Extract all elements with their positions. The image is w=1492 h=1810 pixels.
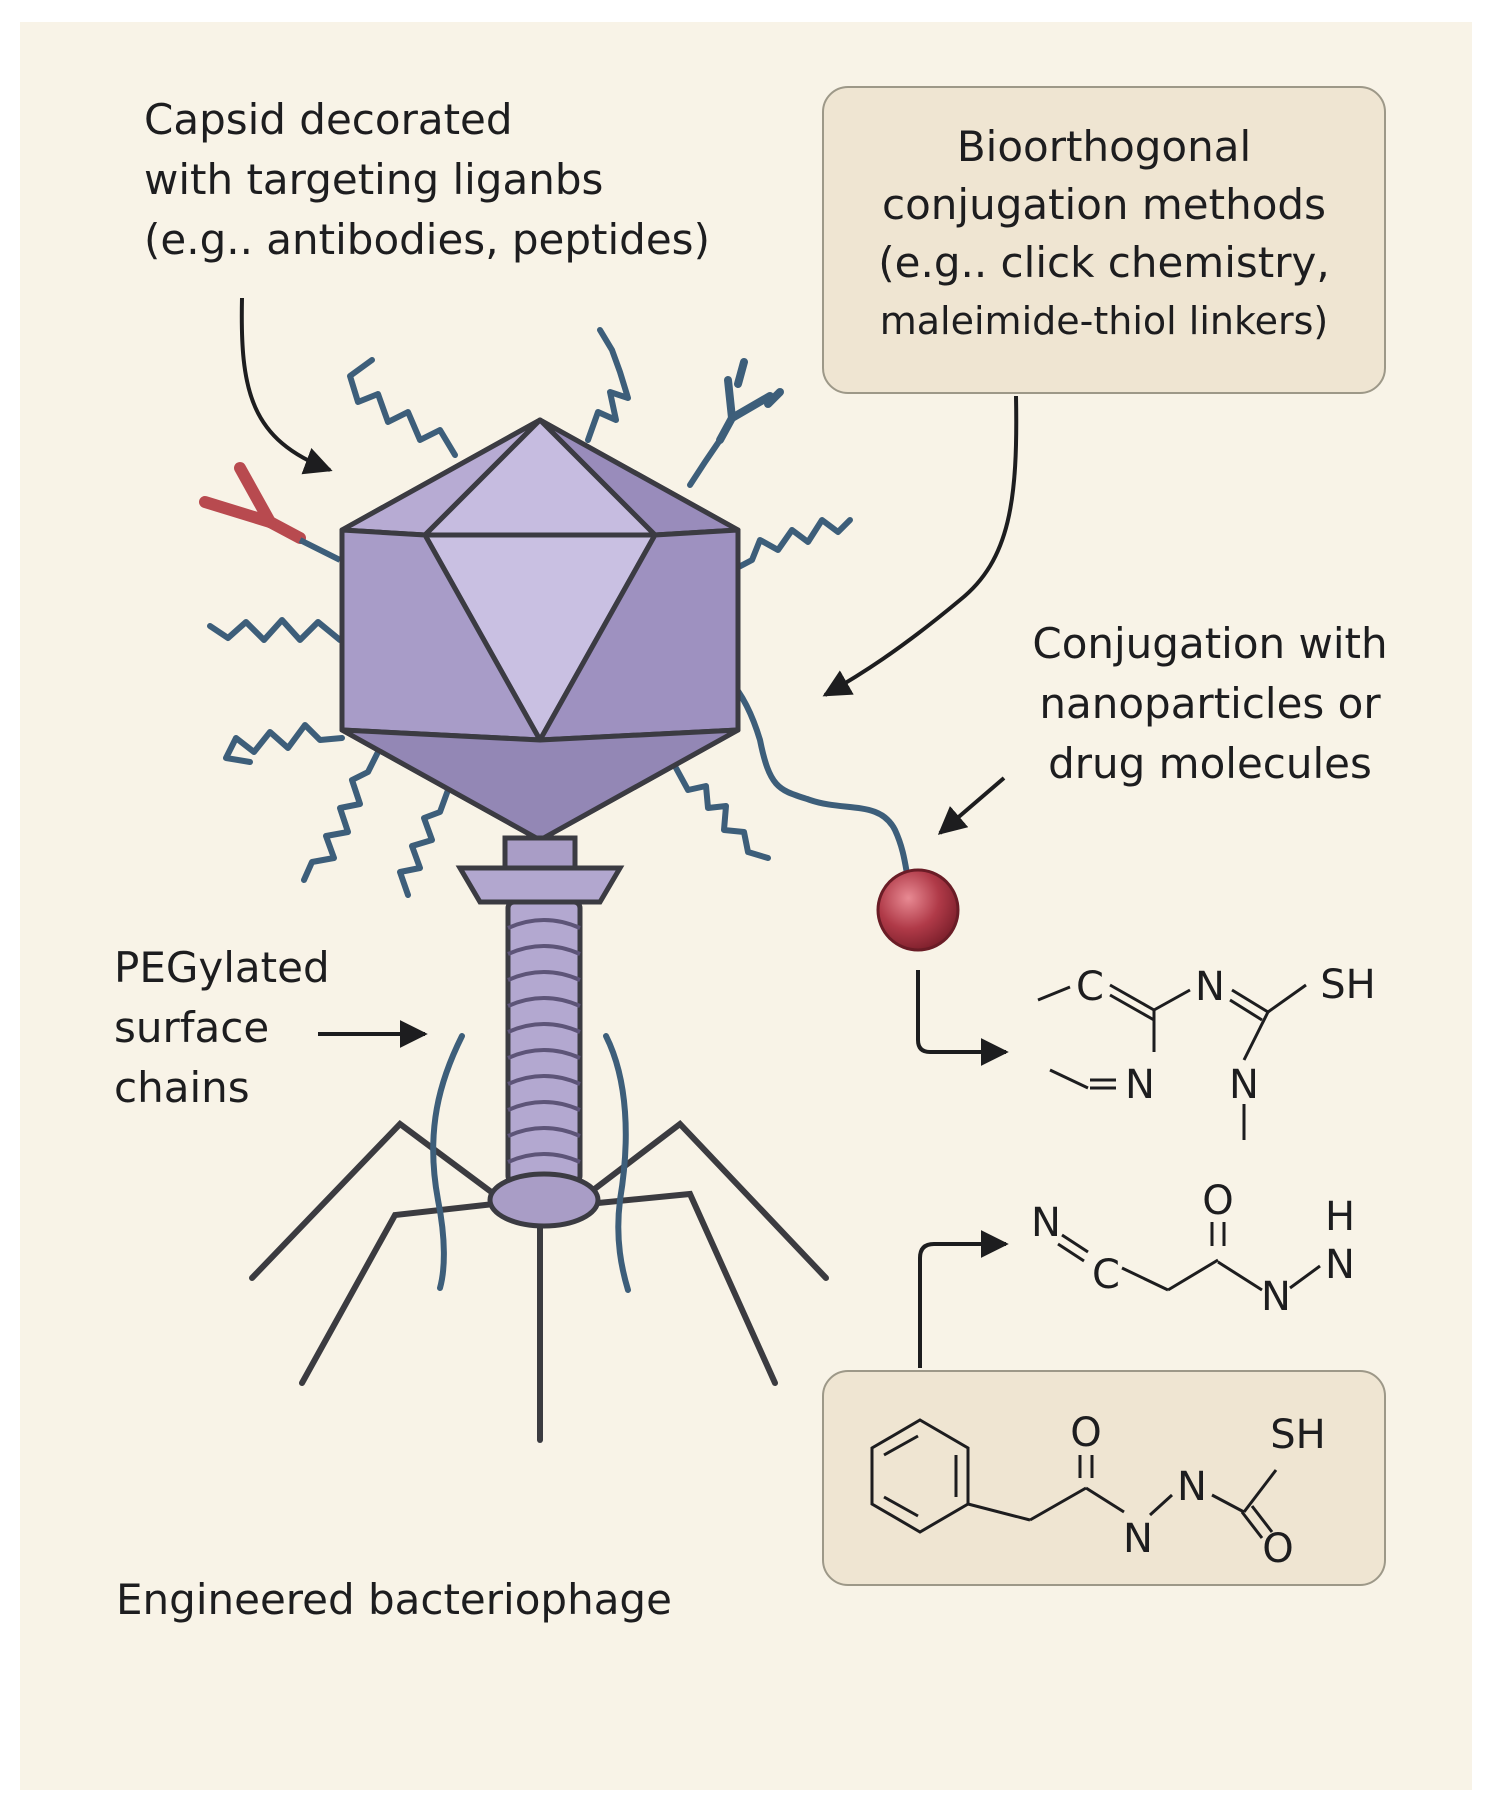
mol3-SH: SH	[1270, 1412, 1325, 1458]
mol1-N-top: N	[1195, 964, 1225, 1010]
mol2-N-right: N	[1325, 1242, 1355, 1288]
benzene-ring	[870, 1418, 970, 1534]
bioorthogonal-label-line: Bioorthogonal	[956, 122, 1252, 171]
peg-chains	[207, 327, 918, 1293]
capsid-label-line: (e.g.. antibodies, peptides)	[144, 215, 710, 264]
bioorthogonal-box	[822, 86, 1386, 394]
peg-chain-left-lower	[301, 749, 381, 883]
bioorthogonal-label-line: maleimide-thiol linkers)	[879, 299, 1329, 343]
peg-label-line: chains	[114, 1063, 250, 1112]
mol2-N-bottom: N	[1261, 1274, 1291, 1320]
molecule-box	[822, 1370, 1386, 1586]
capsid-label-line: Capsid decorated	[144, 95, 513, 144]
tail-fiber-right-outer	[585, 1119, 829, 1281]
conjugation-label: Conjugation with nanoparticles or drug m…	[990, 614, 1430, 794]
capsid-label: Capsid decorated with targeting liganbs …	[144, 90, 710, 270]
mol1-C: C	[1076, 964, 1104, 1010]
peg-chain-right-upper	[730, 517, 853, 573]
tail-fiber-left-inner	[299, 1201, 497, 1386]
conjugation-label-line: nanoparticles or	[1039, 679, 1381, 728]
tail-baseplate	[487, 1171, 601, 1229]
diagram-title: Engineered bacteriophage	[116, 1575, 672, 1624]
mol2-N: N	[1031, 1200, 1061, 1246]
molecule-1	[1037, 983, 1307, 1140]
nanoparticle	[876, 868, 960, 952]
bioorthogonal-label-line: (e.g.. click chemistry,	[878, 238, 1330, 287]
mol1-N-left: N	[1125, 1062, 1155, 1108]
tail-sheath-ridges	[507, 918, 581, 1164]
antibody-blue	[716, 358, 784, 444]
capsid-label-line: with targeting liganbs	[144, 155, 604, 204]
arrow-capsid-label	[239, 297, 333, 475]
peg-label: PEGylated surface chains	[114, 938, 330, 1118]
peg-label-line: surface	[114, 1003, 270, 1052]
tail-neck	[502, 835, 578, 871]
peg-chain-right-lower	[673, 765, 771, 861]
peg-chain-top-left	[347, 357, 458, 458]
tail-collar	[455, 865, 625, 905]
antibody-red-linker	[298, 537, 342, 563]
capsid	[339, 417, 741, 843]
mol1-N-bottom: N	[1229, 1062, 1259, 1108]
conjugation-label-line: Conjugation with	[1032, 619, 1388, 668]
arrow-to-mol2	[918, 1230, 1009, 1368]
mol3-N-bottom: N	[1123, 1516, 1153, 1562]
mol3-O-left: O	[1070, 1410, 1101, 1456]
capsid-face-bottom	[339, 727, 741, 843]
peg-label-line: PEGylated	[114, 943, 330, 992]
arrow-to-mol1	[916, 970, 1009, 1066]
mol1-SH: SH	[1320, 962, 1375, 1008]
peg-chain-collar-left	[430, 1033, 465, 1291]
mol3-N-mid: N	[1177, 1464, 1207, 1510]
mol2-C: C	[1092, 1252, 1120, 1298]
arrow-conjugation	[937, 776, 1006, 835]
molecule-3	[870, 1418, 1278, 1539]
bioorthogonal-label: Bioorthogonal conjugation methods (e.g..…	[822, 118, 1386, 350]
mol2-H: H	[1325, 1194, 1355, 1240]
peg-chain-antibody-right	[687, 437, 723, 488]
mol3-O-right: O	[1262, 1526, 1293, 1572]
tail	[455, 835, 625, 1229]
conjugation-label-line: drug molecules	[1048, 739, 1372, 788]
peg-chain-left-middle	[223, 722, 345, 765]
bioorthogonal-label-line: conjugation methods	[882, 180, 1326, 229]
arrows	[239, 297, 1019, 1368]
molecule-2	[1057, 1222, 1321, 1292]
tail-fiber-left-outer	[249, 1120, 497, 1281]
peg-chain-top-right	[585, 327, 631, 443]
antibody-red	[199, 462, 306, 544]
mol2-O: O	[1202, 1178, 1233, 1224]
peg-chain-collar-right	[603, 1033, 631, 1293]
peg-chain-left-bottom	[397, 787, 451, 898]
arrow-bioorthogonal	[822, 395, 1019, 697]
peg-chain-left-upper	[207, 617, 343, 643]
